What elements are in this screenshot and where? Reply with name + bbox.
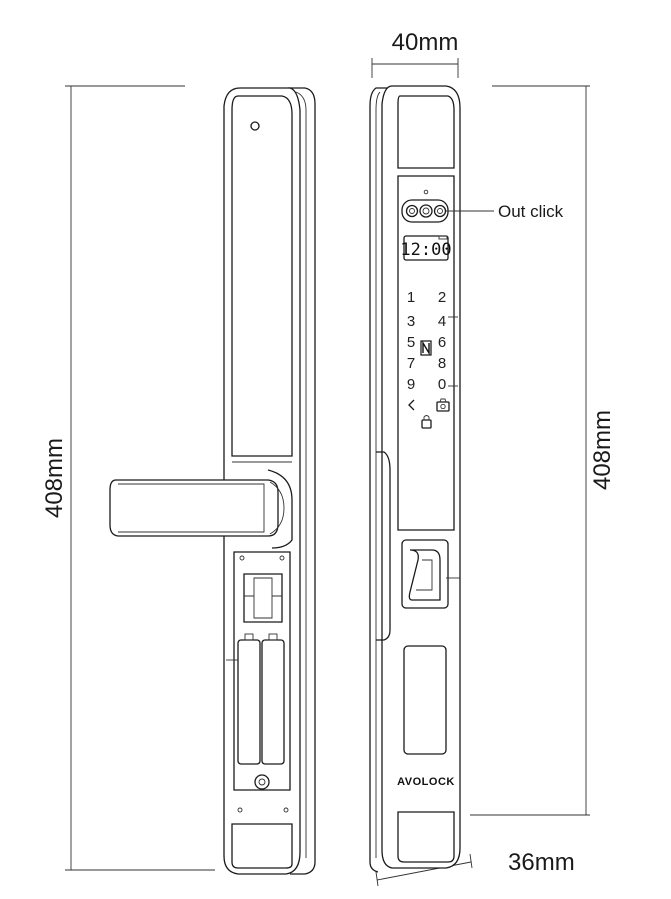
clock-display: 12:00 (400, 235, 452, 261)
fingerprint-sensor[interactable] (401, 539, 460, 609)
key-9[interactable]: 9 (407, 376, 415, 393)
touch-keypad: 1 2 3 4 5 6 7 8 9 0 (407, 289, 458, 429)
inner-panel-view (109, 87, 316, 875)
out-click-label: Out click (498, 202, 564, 221)
key-1[interactable]: 1 (407, 289, 415, 306)
top-width-dimension: 40mm (371, 29, 459, 78)
key-7[interactable]: 7 (407, 355, 415, 372)
back-arrow-icon[interactable] (408, 399, 415, 411)
fingerprint-icon (408, 549, 441, 601)
bottom-depth-label: 36mm (508, 849, 575, 876)
out-click-callout: Out click (446, 202, 564, 221)
right-height-label: 408mm (589, 410, 616, 490)
key-2[interactable]: 2 (438, 289, 446, 306)
outer-panel-view: Out click 12:00 1 2 3 4 5 6 7 8 9 0 (369, 85, 564, 873)
doorbell-icon[interactable] (436, 398, 450, 412)
key-8[interactable]: 8 (438, 355, 446, 372)
bottom-depth-dimension: 36mm (375, 849, 575, 887)
key-5[interactable]: 5 (407, 334, 415, 351)
lock-icon[interactable] (421, 415, 432, 429)
nfc-icon (420, 340, 432, 356)
clock-time: 12:00 (400, 240, 451, 260)
lever-handle (109, 479, 285, 537)
brand-logo: AVOLOCK (397, 776, 455, 788)
camera-module (401, 189, 449, 223)
key-0[interactable]: 0 (438, 376, 446, 393)
left-height-dimension: 408mm (41, 85, 215, 871)
camera-icon (405, 204, 419, 218)
key-6[interactable]: 6 (438, 334, 446, 351)
key-4[interactable]: 4 (438, 313, 446, 330)
left-height-label: 408mm (41, 438, 68, 518)
top-width-label: 40mm (392, 29, 459, 56)
pull-recess (403, 645, 447, 755)
key-3[interactable]: 3 (407, 313, 415, 330)
battery-compartment (226, 551, 291, 813)
right-height-dimension: 408mm (470, 85, 616, 816)
